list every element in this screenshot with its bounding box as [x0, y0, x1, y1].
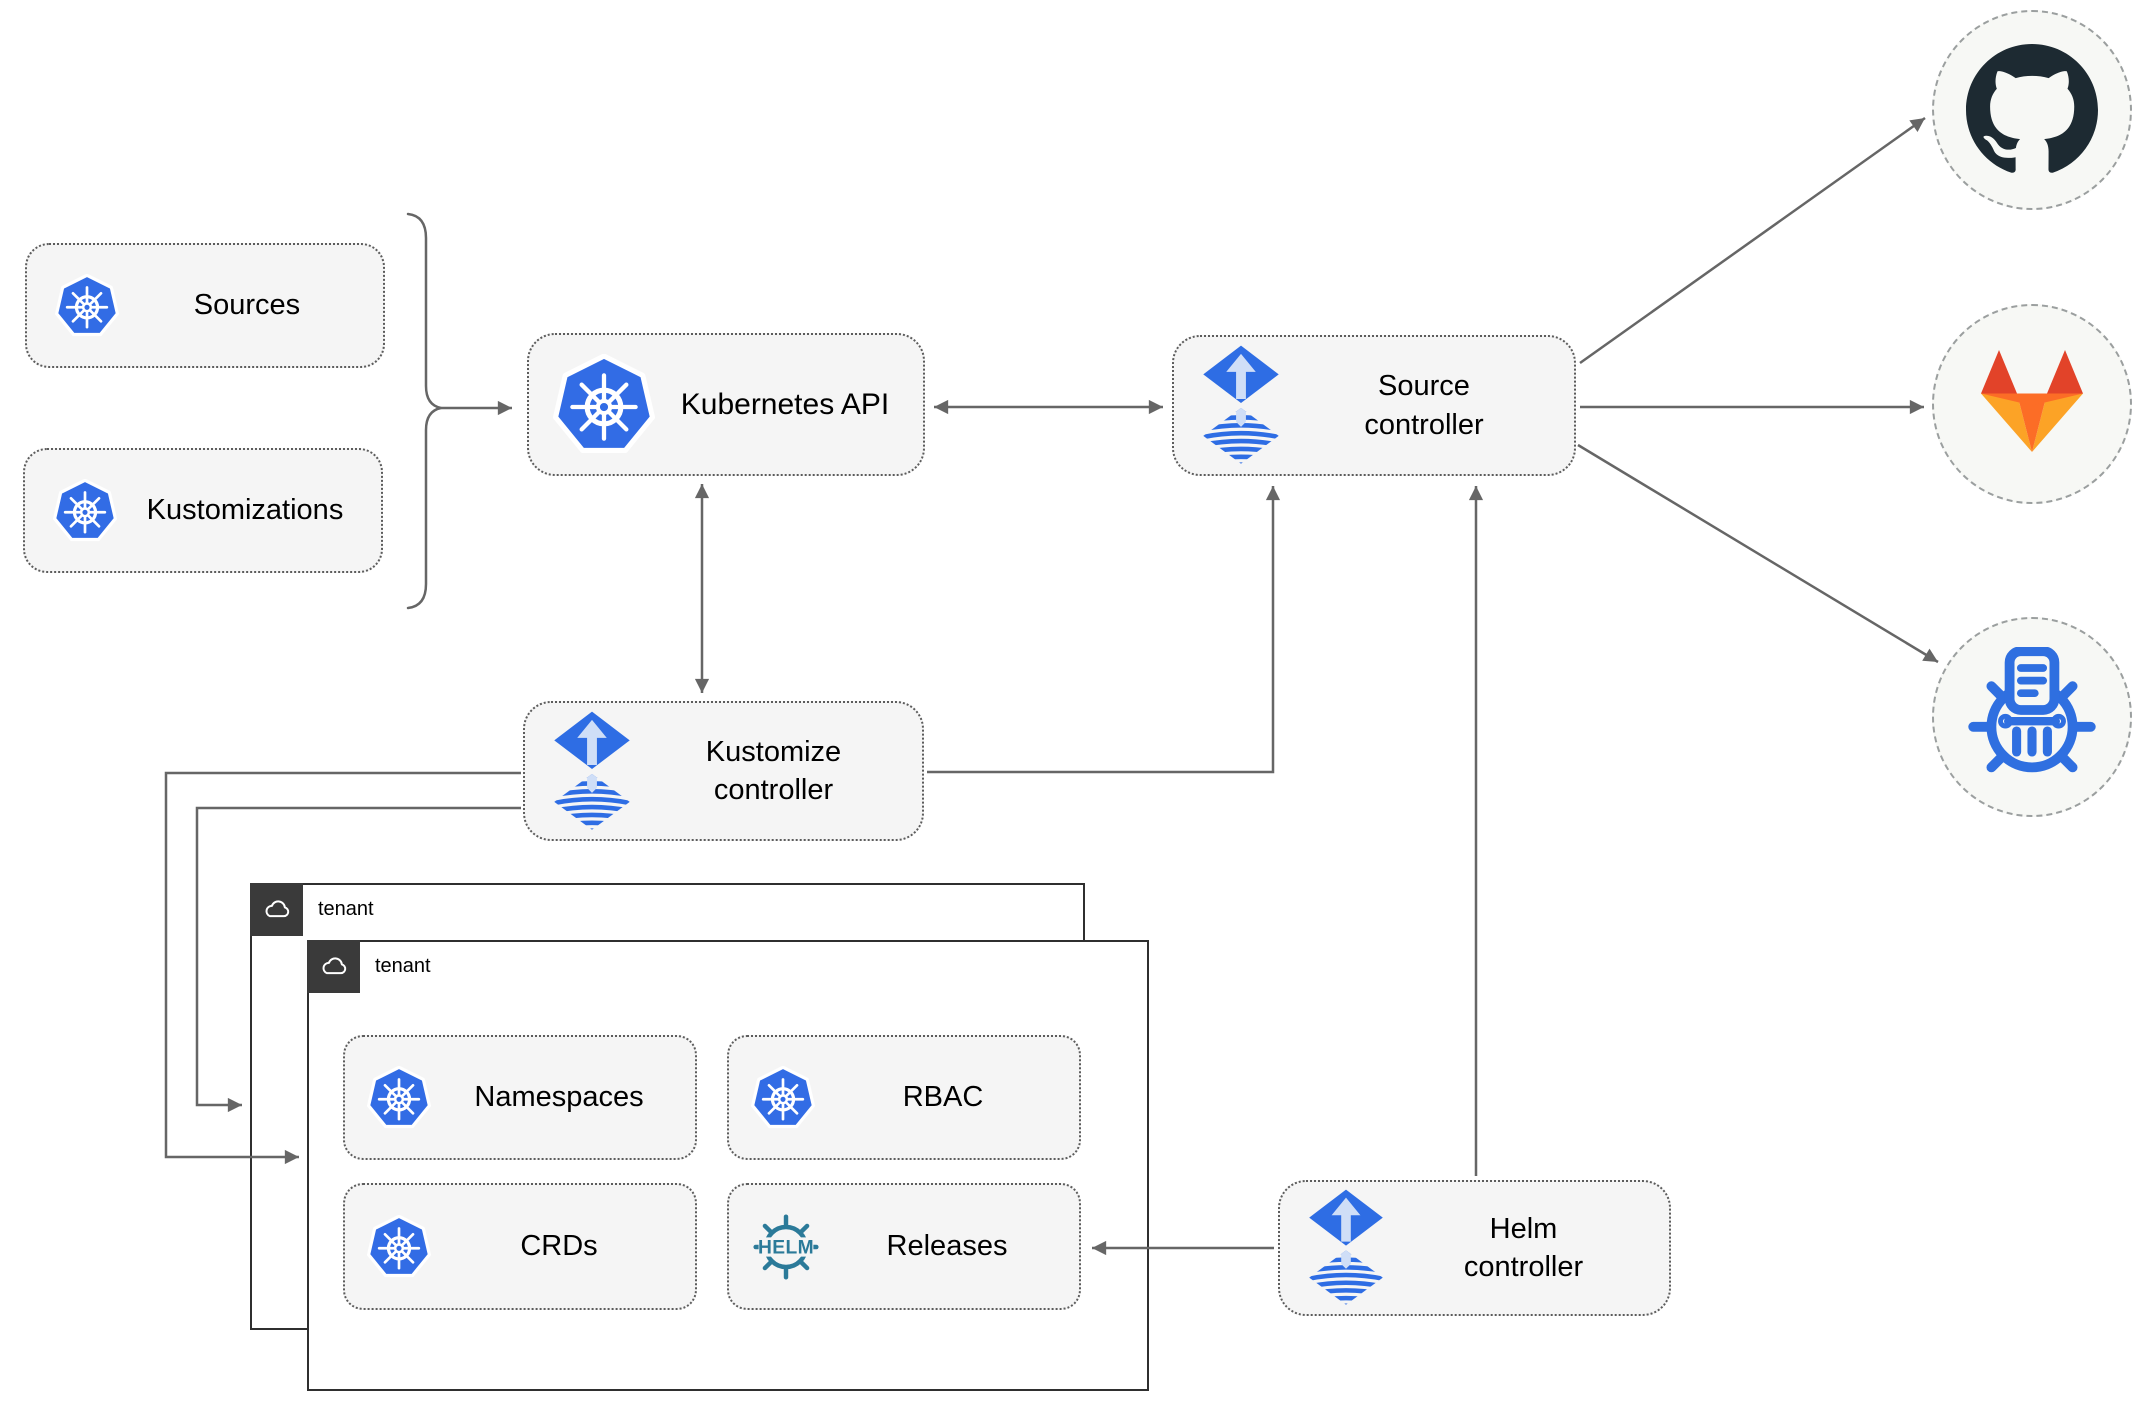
chartmuseum-endpoint [1932, 617, 2132, 817]
connector-source-controller-to-chartmuseum [1577, 443, 1939, 664]
crds-label: CRDs [520, 1230, 598, 1262]
kustomize-controller-line2: controller [713, 774, 834, 806]
crds-box: CRDs [343, 1183, 697, 1310]
gitlab-endpoint [1932, 304, 2132, 504]
namespaces-label: Namespaces [474, 1081, 644, 1113]
helm-controller-label: Helm controller [1386, 1210, 1669, 1287]
releases-label: Releases [886, 1230, 1008, 1262]
github-icon [1966, 44, 2098, 176]
cloud-icon [261, 894, 293, 926]
kustomize-controller-line1: Kustomize [705, 735, 842, 768]
connector-kustomize-controller-to-source-controller [927, 486, 1281, 774]
kubernetes-api-label: Kubernetes API [680, 387, 890, 421]
tenant-label: tenant [318, 898, 374, 920]
chartmuseum-icon [1962, 647, 2102, 787]
kubernetes-icon [55, 274, 119, 338]
source-controller-line1: Source [1378, 370, 1470, 403]
rbac-label: RBAC [902, 1081, 984, 1113]
cloud-icon [318, 951, 350, 983]
namespaces-box: Namespaces [343, 1035, 697, 1160]
sources-box: Sources [25, 243, 385, 368]
kubernetes-icon [367, 1066, 431, 1130]
tenant-box-front: tenant [307, 940, 1149, 1391]
rbac-box: RBAC [727, 1035, 1081, 1160]
tenant-tab [307, 940, 360, 993]
releases-box: HELM Releases [727, 1183, 1081, 1310]
kubernetes-icon [367, 1215, 431, 1279]
github-endpoint [1932, 10, 2132, 210]
kustomizations-label: Kustomizations [146, 494, 344, 526]
connector-source-controller-to-github [1579, 116, 1926, 365]
helm-icon: HELM [749, 1210, 823, 1284]
tenant-tab [250, 883, 303, 936]
kubernetes-api-box: Kubernetes API [527, 333, 925, 476]
kustomize-controller-label: Kustomize controller [633, 733, 922, 810]
helm-wordmark: HELM [758, 1237, 814, 1258]
gitlab-icon [1957, 344, 2107, 464]
source-controller-box: Source controller [1172, 335, 1576, 476]
sources-label: Sources [193, 289, 301, 321]
flux-icon [551, 710, 633, 833]
source-controller-line2: controller [1364, 408, 1484, 441]
brace-sources-kustomizations [406, 212, 442, 610]
helm-controller-box: Helm controller [1278, 1180, 1671, 1316]
flux-icon [1306, 1188, 1386, 1308]
kustomizations-box: Kustomizations [23, 448, 383, 573]
tenant-label: tenant [375, 955, 431, 977]
helm-controller-line2: controller [1463, 1251, 1584, 1283]
kubernetes-icon [553, 354, 655, 456]
helm-controller-line1: Helm [1489, 1212, 1558, 1245]
kubernetes-icon [53, 479, 117, 543]
kustomize-controller-box: Kustomize controller [523, 701, 924, 841]
source-controller-label: Source controller [1282, 367, 1574, 444]
kubernetes-icon [751, 1066, 815, 1130]
flux-icon [1200, 344, 1282, 467]
